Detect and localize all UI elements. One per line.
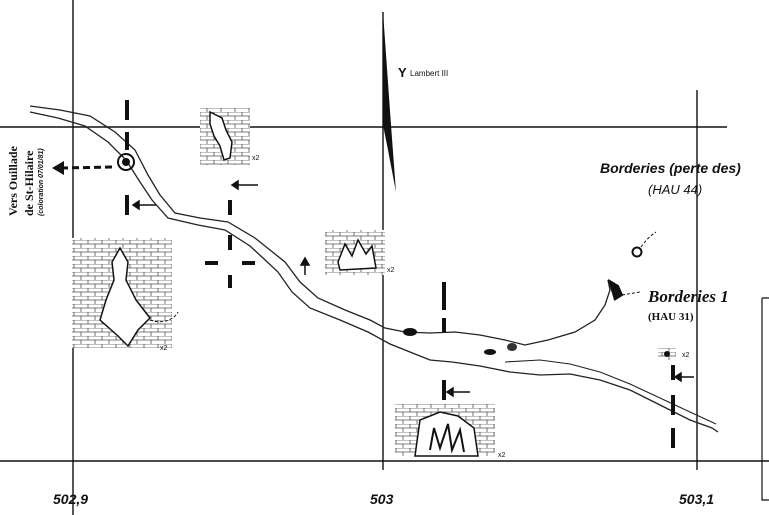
section-4 xyxy=(395,404,495,457)
frame-edge xyxy=(761,297,769,501)
x-tick-503-1: 503,1 xyxy=(679,491,715,507)
perte-code: (HAU 44) xyxy=(648,182,703,197)
direction-arrow xyxy=(61,165,113,170)
section-cuts xyxy=(125,100,675,448)
cave-name: Borderies 1 xyxy=(648,287,729,306)
scale-mark-5: x2 xyxy=(682,352,690,359)
perte-name: Borderies (perte des) xyxy=(600,160,741,176)
arrow-left-icon xyxy=(52,161,64,175)
vers-ouillade-line2: de St-Hilaire xyxy=(22,150,36,216)
cave-entrance-icon xyxy=(607,279,624,301)
sinkhole-icon xyxy=(631,246,643,258)
vers-ouillade-line1: Vers Ouillade xyxy=(6,146,20,216)
cave-code: (HAU 31) xyxy=(648,311,694,323)
north-arrow-icon xyxy=(383,12,396,192)
scale-mark-4: x2 xyxy=(498,452,506,459)
cave-passage xyxy=(29,105,719,433)
x-tick-503: 503 xyxy=(370,491,394,507)
coloration-date: (coloration 07/01/81) xyxy=(38,148,45,216)
x-tick-502-9: 502,9 xyxy=(53,491,89,507)
chamber-icon xyxy=(117,153,135,171)
scale-mark-1: x2 xyxy=(252,155,260,162)
north-label: Lambert III xyxy=(410,69,449,78)
section-3 xyxy=(72,238,179,348)
section-1 xyxy=(200,108,250,165)
scale-mark-2: x2 xyxy=(387,267,395,274)
scale-mark-3: x2 xyxy=(160,345,168,352)
section-5 xyxy=(658,348,676,360)
north-symbol: Y xyxy=(398,65,407,80)
section-2 xyxy=(325,230,385,275)
